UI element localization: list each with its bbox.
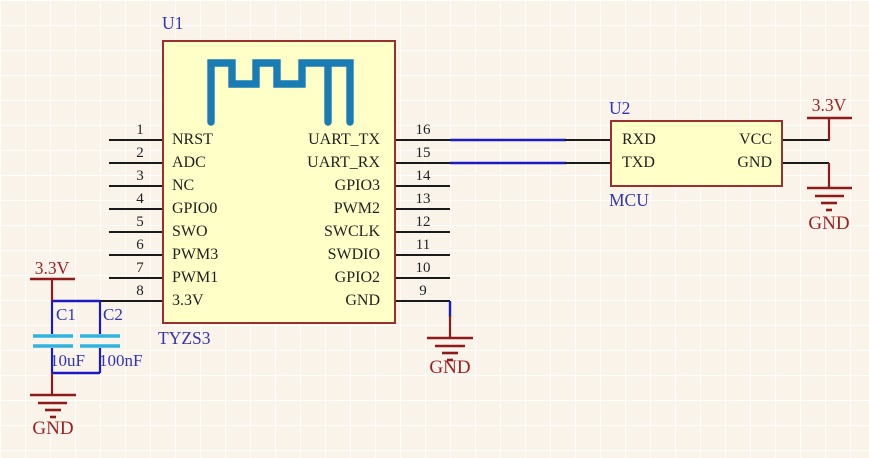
vcc-33v-symbol-right[interactable]: [807, 116, 852, 141]
u1-pin2-number: 2: [136, 145, 144, 161]
u2-txd-name: TXD: [622, 154, 655, 171]
u1-pin3-number: 3: [136, 168, 144, 184]
u1-pin10-number: 10: [415, 260, 431, 276]
u1-pin1-name: NRST: [172, 131, 213, 148]
u1-pin3-name: NC: [172, 177, 195, 194]
u1-pin16-number: 16: [415, 122, 431, 138]
u1-pin4-name: GPIO0: [172, 200, 218, 217]
u2-value-label: MCU: [609, 190, 649, 210]
u2-ref-label: U2: [609, 98, 631, 118]
u1-pin13-name: PWM2: [333, 200, 380, 217]
net-label-gnd-left: GND: [32, 418, 74, 439]
capacitor-c1[interactable]: [33, 301, 73, 373]
u2-gnd-name: GND: [737, 154, 772, 171]
u2-vcc-name: VCC: [739, 131, 772, 148]
u1-pin4-number: 4: [136, 191, 144, 207]
u1-pin5-name: SWO: [172, 223, 208, 240]
u1-pin5-number: 5: [136, 214, 144, 230]
u1-value-label: TYZS3: [158, 328, 211, 348]
u1-pin9-number: 9: [419, 283, 427, 299]
net-label-33v-left: 3.3V: [34, 258, 70, 278]
u1-pin9-name: GND: [345, 292, 380, 309]
u1-pin7-number: 7: [136, 260, 144, 276]
u1-pin16-name: UART_TX: [308, 131, 380, 148]
gnd-symbol-right[interactable]: [807, 163, 852, 212]
net-label-gnd-mid: GND: [429, 357, 471, 378]
u1-pin7-name: PWM1: [172, 269, 219, 286]
gnd-symbol-left[interactable]: [30, 373, 76, 419]
u1-pin12-name: SWCLK: [324, 223, 380, 240]
net-label-33v-right: 3.3V: [811, 95, 847, 115]
c2-value-label: 100nF: [99, 351, 143, 370]
u2-rxd-name: RXD: [622, 131, 656, 148]
u2-component-body[interactable]: [610, 120, 783, 187]
u1-pin11-name: SWDIO: [327, 246, 380, 263]
c2-ref-label: C2: [103, 305, 123, 324]
u1-pin1-number: 1: [136, 122, 144, 138]
u1-pin15-number: 15: [415, 145, 431, 161]
u1-pin14-name: GPIO3: [334, 177, 380, 194]
u1-pin11-number: 11: [415, 237, 431, 253]
net-label-gnd-right: GND: [808, 213, 850, 234]
c1-ref-label: C1: [56, 305, 76, 324]
u1-pin2-name: ADC: [172, 154, 206, 171]
capacitor-c2[interactable]: [80, 301, 120, 373]
u1-pin14-number: 14: [415, 168, 431, 184]
c1-value-label: 10uF: [50, 351, 85, 370]
u1-pin13-number: 13: [415, 191, 431, 207]
antenna-icon: [207, 59, 354, 126]
gnd-symbol-mid[interactable]: [427, 316, 473, 362]
u1-ref-label: U1: [162, 13, 184, 33]
u1-pin10-name: GPIO2: [334, 269, 380, 286]
u1-pin8-number: 8: [136, 283, 144, 299]
u1-pin15-name: UART_RX: [307, 154, 380, 171]
u1-pin12-number: 12: [415, 214, 431, 230]
u1-pin6-name: PWM3: [172, 246, 219, 263]
u1-pin8-name: 3.3V: [172, 292, 204, 309]
u1-pin6-number: 6: [136, 237, 144, 253]
vcc-33v-symbol-left[interactable]: [30, 277, 75, 301]
